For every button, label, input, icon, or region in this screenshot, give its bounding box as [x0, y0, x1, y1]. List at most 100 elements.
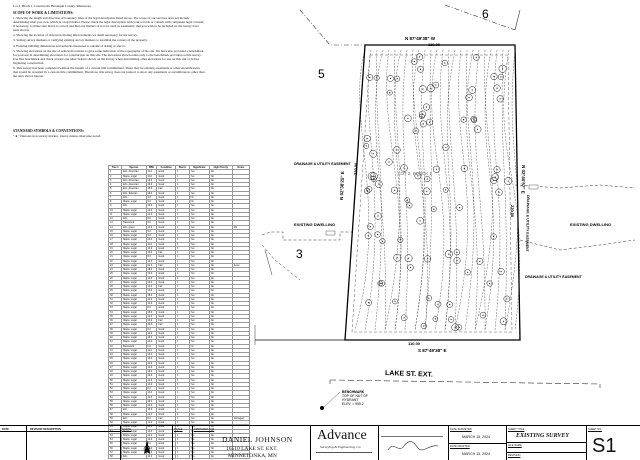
scope-item: 6. This survey has been completed withou… [13, 65, 205, 78]
table-cell: Elm, American [121, 181, 147, 188]
table-cell: Maple, sugar [121, 402, 147, 409]
tree-center-dot [477, 128, 479, 130]
right-dim-box [528, 184, 539, 190]
date-label: DATE [2, 428, 9, 431]
tree-center-dot [434, 318, 436, 320]
company-subtitle: Surveying & Engineering, Co. [320, 445, 362, 449]
tree-center-dot [499, 98, 501, 100]
client-name: DANIEL JOHNSON [222, 435, 293, 444]
tree-center-dot [437, 303, 439, 305]
table-cell: Maple, sugar [121, 381, 147, 388]
company-rule [316, 452, 372, 453]
tree-symbol [391, 186, 399, 194]
bearing-north: N 87°49'38" W [405, 36, 436, 41]
table-cell: Elm, American [121, 169, 147, 175]
tree-symbol [374, 212, 382, 220]
file-rule [506, 452, 586, 453]
tree-symbol [446, 301, 453, 308]
tree-symbol [497, 268, 505, 275]
distance-south: 110.00 [408, 341, 421, 346]
distance-east: 220.00 [510, 205, 515, 218]
tree-center-dot [365, 145, 367, 147]
tree-center-dot [433, 208, 435, 210]
benchmark-elevation: ELEV. = 995.2 [342, 402, 364, 406]
tree-symbol [453, 249, 460, 256]
date-surveyed-value: MARCH 15, 2024 [462, 435, 491, 439]
table-cell: Maple, sugar [121, 305, 147, 311]
tree-symbol [367, 223, 374, 230]
scope-item: 5. Showing elevations on the site of sel… [13, 48, 204, 65]
tree-symbol [503, 295, 511, 303]
street-centerline [329, 379, 601, 385]
tree-symbol [418, 110, 427, 118]
tree-symbol [392, 298, 398, 305]
easement-label-east: DRAINAGE & UTILITY EASEMENT [525, 275, 583, 279]
tree-center-dot [500, 76, 502, 78]
scope-list: 1. Showing the length and direction of b… [13, 16, 205, 79]
scope-item: 2. Showing the location of observed exis… [13, 33, 138, 38]
tree-table-header-cell: Stems [175, 164, 190, 171]
tree-symbol [423, 103, 430, 111]
tree-symbol [369, 172, 378, 181]
table-cell: Maple, sugar [121, 313, 147, 320]
tree-table-header-cell: Species [121, 164, 147, 171]
certification-cell [378, 426, 449, 460]
easement-label-east-vertical: DRAINAGE & UTILITY EASEMENT [525, 195, 530, 253]
tree-symbol [447, 316, 455, 323]
table-cell: Maple, sugar [121, 237, 147, 243]
tree-symbol [495, 188, 503, 196]
table-cell: Maple, sugar [121, 326, 147, 332]
table-cell: Maple, sugar [121, 283, 147, 290]
neighbor-lot-5: 5 [318, 67, 325, 81]
tree-symbol [465, 93, 473, 102]
tree-center-dot [445, 189, 447, 191]
tree-symbol [406, 202, 413, 209]
table-cell: Maple, sugar [121, 228, 147, 235]
left-tick-line [264, 249, 273, 276]
tree-center-dot [388, 161, 390, 163]
tree-center-dot [396, 149, 398, 151]
tree-center-dot [399, 239, 401, 241]
table-cell: Maple, sugar [121, 411, 147, 417]
scope-title: SCOPE OF WORK & LIMITATIONS: [13, 11, 74, 15]
tree-center-dot [377, 233, 379, 236]
table-cell: Elm, Siberian [121, 190, 147, 196]
tree-center-dot [458, 326, 460, 328]
table-cell: Basswood [121, 343, 147, 349]
tree-center-dot [366, 138, 368, 140]
tree-center-dot [450, 318, 452, 321]
revision-cell: DATE REVISION DESCRIPTION [0, 426, 121, 460]
table-cell: Elm, American [121, 177, 147, 184]
tree-center-dot [372, 153, 374, 155]
table-cell: Maple, sugar [121, 271, 147, 277]
table-cell: Maple, sugar [121, 428, 147, 434]
tree-center-dot [506, 298, 508, 300]
tree-center-dot [430, 87, 432, 89]
table-cell: Maple, sugar [121, 322, 147, 328]
revision-small-label: REVISION [508, 454, 521, 457]
tree-symbol [453, 257, 461, 264]
tree-center-dot [435, 84, 437, 86]
symbols-item: " ● " Denotes iron survey marker, found,… [13, 134, 102, 138]
tree-symbol [456, 324, 463, 331]
table-cell: Maple, sugar [121, 211, 147, 218]
legal-description: Lot 2, Block 1, Greenwold, Hennepin Coun… [13, 4, 92, 8]
north-cell: NORTH [120, 426, 173, 460]
tree-symbol [411, 58, 418, 65]
revision-col-rule [26, 426, 27, 460]
contour-line [386, 49, 401, 331]
street-name: LAKE ST. EXT. [385, 370, 433, 379]
sheet-number: S1 [592, 435, 617, 457]
tree-center-dot [445, 146, 447, 148]
certification-text-block [381, 428, 443, 437]
tree-symbol [498, 64, 507, 73]
tree-center-dot [475, 56, 477, 58]
tree-center-dot [463, 119, 465, 121]
tree-center-dot [408, 204, 411, 206]
tree-center-dot [379, 282, 381, 284]
tree-center-dot [377, 215, 379, 217]
